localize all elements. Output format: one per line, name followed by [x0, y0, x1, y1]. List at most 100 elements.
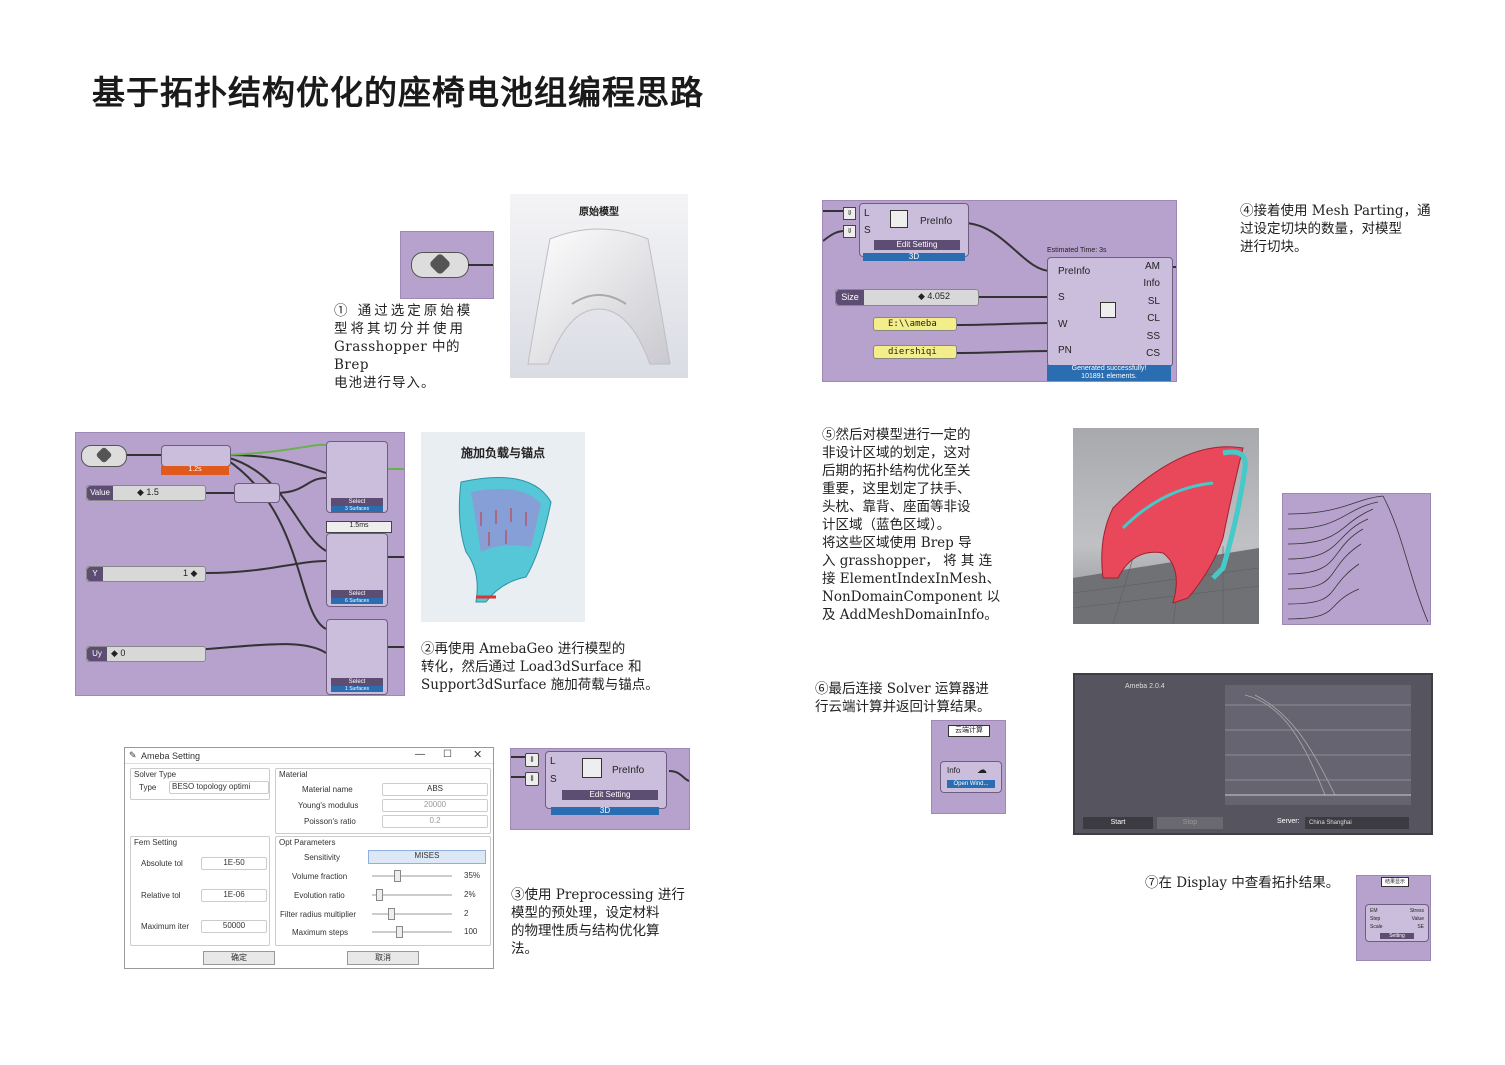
- uy-slider-value: ◆ 0: [111, 648, 126, 658]
- edit-setting-button[interactable]: Edit Setting: [562, 790, 658, 800]
- abs-tol-input[interactable]: 1E-50: [201, 857, 267, 870]
- download-icon[interactable]: ⇓: [525, 772, 539, 786]
- type-select[interactable]: BESO topology optimi: [169, 781, 269, 794]
- step7-caption: ⑦在 Display 中查看拓扑结果。: [1145, 875, 1340, 891]
- path-panel[interactable]: E:\\ameba: [873, 317, 957, 331]
- max-iter-input[interactable]: 50000: [201, 920, 267, 933]
- mesh-parting-canvas: ⇓ ⇓ L S PreInfo Edit Setting 3D Estimate…: [822, 200, 1177, 382]
- surface-count: 6 Surfaces: [331, 598, 383, 604]
- step5-caption: ⑤然后对模型进行一定的 非设计区域的划定，这对 后期的拓扑结构优化至关 重要，这…: [822, 427, 1001, 623]
- ms-value: 100: [464, 927, 478, 936]
- display-node-canvas: 结果显示 EM Step Scale Stress Value SE Setti…: [1356, 875, 1431, 961]
- preinfo-node[interactable]: L S PreInfo Edit Setting: [859, 203, 969, 257]
- ok-button[interactable]: 确定: [203, 951, 275, 965]
- setting-button[interactable]: Setting: [1380, 933, 1414, 939]
- in-port: EM: [1370, 908, 1378, 914]
- solver-type-group: Solver Type Type BESO topology optimi: [130, 768, 270, 800]
- port-l: L: [864, 208, 870, 219]
- preinfo-node[interactable]: L S PreInfo Edit Setting: [545, 751, 667, 809]
- size-slider[interactable]: Size ◆ 4.052: [835, 289, 979, 306]
- out-port: CS: [1146, 348, 1160, 359]
- solver-version: Ameba 2.0.4: [1125, 683, 1165, 690]
- size-slider-value: ◆ 4.052: [918, 291, 950, 301]
- vf-value: 35%: [464, 871, 481, 880]
- y-slider[interactable]: Y 1 ◆: [86, 566, 206, 582]
- type-label: Type: [139, 783, 157, 792]
- close-icon[interactable]: ✕: [473, 749, 483, 761]
- edit-setting-button[interactable]: Edit Setting: [874, 240, 960, 250]
- material-name-select[interactable]: ABS: [382, 783, 488, 796]
- select-button[interactable]: Select: [331, 590, 383, 598]
- out-port: SL: [1147, 296, 1160, 307]
- select-button[interactable]: Select: [331, 678, 383, 686]
- brep-hex-icon: [95, 446, 113, 464]
- estimated-time: Estimated Time: 3s: [1047, 247, 1107, 254]
- young-input[interactable]: 20000: [382, 799, 488, 812]
- frm-slider[interactable]: [372, 913, 452, 915]
- multiply-node[interactable]: [234, 483, 280, 503]
- out-port: SS: [1146, 331, 1160, 342]
- group-label: Opt Parameters: [279, 838, 336, 847]
- display-node[interactable]: EM Step Scale Stress Value SE Setting: [1365, 904, 1429, 942]
- rel-tol-label: Relative tol: [141, 891, 181, 900]
- group-label: Material: [279, 770, 308, 779]
- ms-slider[interactable]: [372, 931, 452, 933]
- sensitivity-select[interactable]: MISES: [368, 850, 486, 864]
- uy-slider[interactable]: Uy ◆ 0: [86, 646, 206, 662]
- rel-tol-input[interactable]: 1E-06: [201, 889, 267, 902]
- geo-node[interactable]: [81, 445, 127, 467]
- value-slider-label: Value: [87, 486, 113, 500]
- slider-thumb[interactable]: [376, 889, 383, 901]
- node-name: PreInfo: [612, 765, 645, 776]
- step3-caption: ③使用 Preprocessing 进行 模型的预处理，设定材料 的物理性质与结…: [511, 887, 685, 957]
- load-node-1[interactable]: Select 3 Surfaces: [326, 441, 388, 513]
- preinfo-node-canvas: ⇓ ⇓ L S PreInfo Edit Setting 3D: [510, 748, 690, 830]
- out-port: AM: [1145, 261, 1160, 272]
- stop-button[interactable]: Stop: [1157, 817, 1223, 829]
- step1-caption: ① 通过选定原始模 型将其切分并使用 Grasshopper 中的 Brep 电…: [334, 303, 474, 391]
- open-window-button[interactable]: Open Wind...: [947, 780, 995, 788]
- node-name: PreInfo: [920, 216, 953, 227]
- cancel-button[interactable]: 取消: [347, 951, 419, 965]
- poisson-label: Poisson's ratio: [304, 817, 356, 826]
- poisson-input[interactable]: 0.2: [382, 815, 488, 828]
- slider-thumb[interactable]: [396, 926, 403, 938]
- port-s: S: [550, 774, 557, 785]
- vf-label: Volume fraction: [292, 872, 348, 881]
- brep-node[interactable]: [411, 252, 469, 278]
- solver-node-canvas: 云端计算 Info ☁ Open Wind...: [931, 720, 1006, 814]
- value-slider[interactable]: Value ◆ 1.5: [86, 485, 206, 501]
- y-slider-label: Y: [87, 567, 103, 581]
- port-l: L: [550, 756, 556, 767]
- preprocessing-icon: [582, 758, 602, 778]
- abs-tol-label: Absolute tol: [141, 859, 183, 868]
- minimize-icon[interactable]: —: [415, 749, 425, 760]
- download-icon[interactable]: ⇓: [843, 207, 856, 220]
- ameba-setting-dialog: ✎ Ameba Setting — ☐ ✕ Solver Type Type B…: [124, 747, 494, 969]
- dialog-title: Ameba Setting: [141, 751, 201, 761]
- vf-slider[interactable]: [372, 875, 452, 877]
- load-node-2[interactable]: Select 6 Surfaces: [326, 533, 388, 607]
- in-port: PN: [1058, 345, 1072, 356]
- slider-thumb[interactable]: [388, 908, 395, 920]
- maximize-icon[interactable]: ☐: [443, 749, 452, 760]
- step4-caption: ④接着使用 Mesh Parting，通 过设定切块的数量，对模型 进行切块。: [1240, 203, 1431, 255]
- in-port: PreInfo: [1058, 266, 1091, 277]
- download-icon[interactable]: ⇓: [525, 753, 539, 767]
- pn-panel[interactable]: diershiqi: [873, 345, 957, 359]
- start-button[interactable]: Start: [1083, 817, 1153, 829]
- er-slider[interactable]: [372, 894, 452, 896]
- sensitivity-label: Sensitivity: [304, 853, 341, 862]
- ms-label: Maximum steps: [292, 928, 349, 937]
- support-node[interactable]: Select 1 Surfaces: [326, 619, 388, 695]
- solver-node[interactable]: Info ☁ Open Wind...: [940, 761, 1002, 793]
- mesh-parting-icon: [1100, 302, 1116, 318]
- timer-badge: 1.2s: [161, 466, 229, 475]
- mesh-parting-node[interactable]: PreInfo S W PN AM Info SL CL SS CS: [1047, 257, 1173, 367]
- ameba-geo-node[interactable]: [161, 445, 231, 467]
- download-icon[interactable]: ⇓: [843, 225, 856, 238]
- slider-thumb[interactable]: [394, 870, 401, 882]
- mesh-status: Generated successfully! 101891 elements.: [1047, 365, 1171, 381]
- server-select[interactable]: China Shanghai: [1305, 817, 1409, 829]
- select-button[interactable]: Select: [331, 498, 383, 506]
